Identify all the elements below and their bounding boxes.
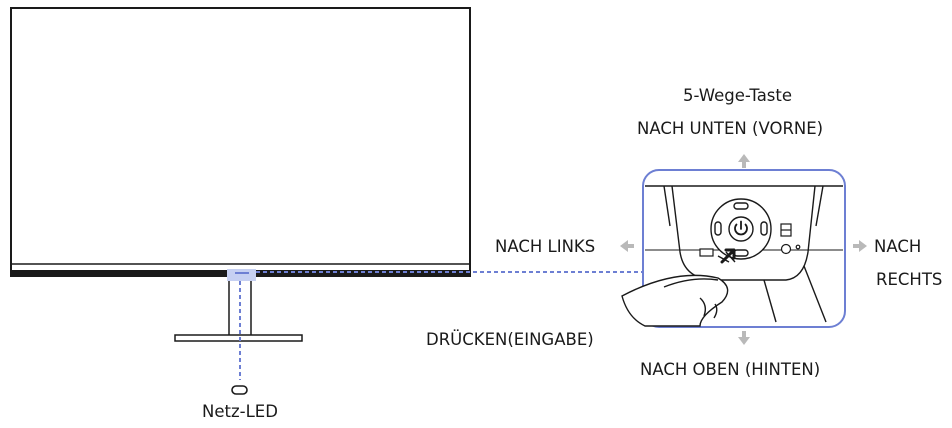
power-icon: [734, 220, 748, 236]
monitor-stand: [174, 281, 303, 342]
arrow-right-icon: [853, 240, 867, 252]
power-led-symbol: [231, 385, 248, 395]
small-button-right: [780, 243, 792, 255]
label-up-back: NACH OBEN (HINTEN): [640, 360, 821, 379]
monitor: [10, 7, 471, 281]
small-button-left: [699, 248, 714, 257]
sensor-dot: [795, 244, 801, 250]
joystick-title: 5-Wege-Taste: [683, 86, 793, 105]
press-arrow: [720, 248, 736, 264]
led-highlight: [227, 269, 256, 281]
joystick-detail-panel: [621, 169, 846, 328]
arrow-up-icon: [738, 154, 750, 168]
monitor-screen: [10, 7, 471, 277]
arrow-left-icon: [620, 240, 634, 252]
label-right-line2: RECHTS: [876, 270, 943, 289]
hand: [621, 251, 736, 327]
arrow-down-icon: [738, 331, 750, 345]
label-press-enter: DRÜCKEN(EINGABE): [426, 330, 594, 349]
label-down-front: NACH UNTEN (VORNE): [637, 119, 824, 138]
label-right-line1: NACH: [874, 237, 922, 256]
label-left: NACH LINKS: [495, 237, 596, 256]
label-power-led: Netz-LED: [202, 402, 278, 421]
